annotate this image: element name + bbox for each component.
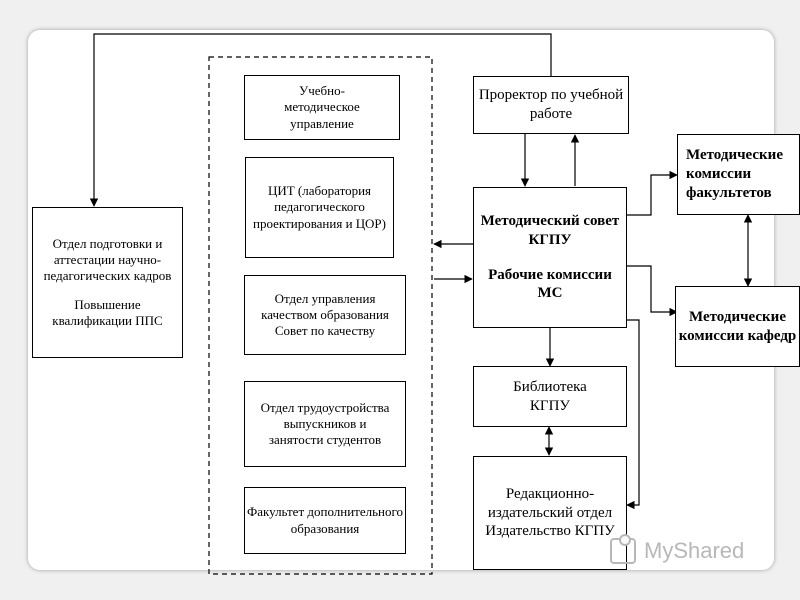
faculty-commissions-box: Методические комиссии факультетов	[677, 134, 800, 215]
council-to-departments-connector	[627, 265, 678, 317]
prorector-to-left-connector	[89, 33, 552, 207]
middle-box-employment-label: Отдел трудоустройства выпускников и заня…	[260, 399, 390, 448]
left-department-box: Отдел подготовки и аттестации научно-пед…	[32, 207, 183, 358]
middle-box-employment: Отдел трудоустройства выпускников и заня…	[244, 381, 406, 467]
watermark-text: MyShared	[644, 538, 745, 563]
council-to-publisher-connector	[626, 319, 640, 510]
library-label: Библиотека КГПУ	[513, 378, 587, 414]
middle-box-umu-label: Учебно-методическое управление	[284, 83, 360, 131]
prorector-label: Проректор по учебной работе	[478, 87, 624, 122]
left-department-title: Отдел подготовки и аттестации научно-пед…	[43, 235, 172, 284]
middle-box-quality: Отдел управления качеством образования С…	[244, 275, 406, 355]
middle-box-fdo: Факультет дополнительного образования	[244, 487, 406, 554]
watermark: MyShared	[610, 534, 745, 564]
middle-box-quality-label: Отдел управления качеством образования С…	[261, 290, 389, 339]
library-box: Библиотека КГПУ	[473, 366, 627, 427]
methodical-council-title: Методический совет КГПУ	[480, 213, 620, 248]
working-commissions-label: Рабочие комиссии МС	[488, 266, 612, 302]
middle-box-cit: ЦИТ (лаборатория педагогического проекти…	[245, 157, 394, 258]
publisher-label: Редакционно-издательский отдел Издательс…	[485, 485, 615, 540]
department-commissions-label: Методические комиссии кафедр	[678, 308, 797, 344]
middle-group-frame	[208, 56, 433, 575]
department-commissions-box: Методические комиссии кафедр	[675, 286, 800, 367]
council-to-faculties-connector	[627, 170, 678, 216]
publisher-box: Редакционно-издательский отдел Издательс…	[473, 456, 627, 570]
presentation-logo-icon	[610, 534, 636, 564]
faculty-commissions-label: Методические комиссии факультетов	[686, 147, 783, 201]
methodical-council-box: Методический совет КГПУ Рабочие комиссии…	[473, 187, 627, 328]
left-department-subtitle: Повышение квалификации ППС	[52, 296, 163, 328]
middle-box-fdo-label: Факультет дополнительного образования	[246, 504, 404, 536]
middle-box-umu: Учебно-методическое управление	[244, 75, 400, 140]
prorector-box: Проректор по учебной работе	[473, 76, 629, 134]
middle-box-cit-label: ЦИТ (лаборатория педагогического проекти…	[253, 183, 386, 231]
